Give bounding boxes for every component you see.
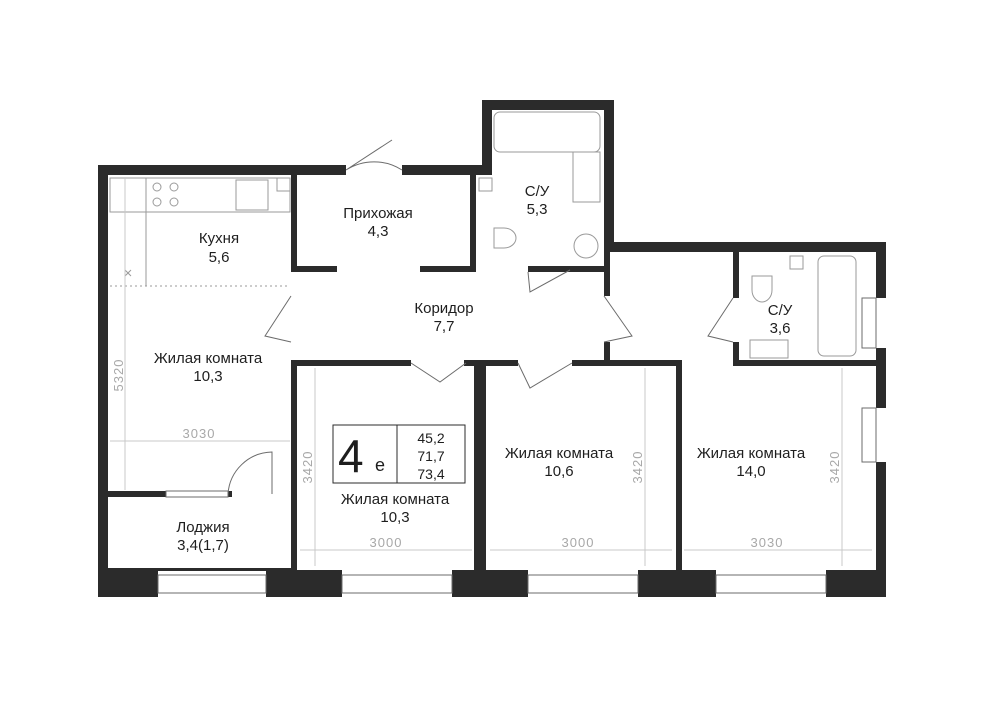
dim-right-width: 3030 <box>751 535 784 550</box>
dim-left-width: 3030 <box>183 426 216 441</box>
bath-2-area: 3,6 <box>770 320 791 337</box>
hall-area: 4,3 <box>368 223 389 240</box>
fixtures <box>109 111 857 359</box>
room-living-center: Жилая комната 10,3 <box>341 491 450 526</box>
living-center-name: Жилая комната <box>341 491 450 508</box>
living-right-area: 14,0 <box>736 463 765 480</box>
dim-right-height: 3420 <box>827 451 842 484</box>
loggia-area: 3,4(1,7) <box>177 537 229 554</box>
living-left-name: Жилая комната <box>154 350 263 367</box>
room-living-mid: Жилая комната 10,6 <box>505 445 614 480</box>
bath-1-name: С/У <box>525 183 550 200</box>
living-left-area: 10,3 <box>193 368 222 385</box>
dimension-lines <box>110 178 872 566</box>
bath-1-area: 5,3 <box>527 201 548 218</box>
badge-living-area: 45,2 <box>417 430 444 446</box>
windows <box>157 297 877 594</box>
dim-center-height: 3420 <box>300 451 315 484</box>
doors <box>227 139 734 495</box>
kitchen-area: 5,6 <box>209 249 230 266</box>
dim-center-width: 3000 <box>370 535 403 550</box>
room-bath-1: С/У 5,3 <box>525 183 550 218</box>
room-living-left: Жилая комната 10,3 <box>154 350 263 385</box>
hall-name: Прихожая <box>343 205 413 222</box>
living-mid-area: 10,6 <box>544 463 573 480</box>
corridor-area: 7,7 <box>434 318 455 335</box>
room-bath-2: С/У 3,6 <box>768 302 793 337</box>
room-kitchen: Кухня 5,6 <box>199 230 239 266</box>
badge-total-area: 71,7 <box>417 448 444 464</box>
dim-mid-height: 3420 <box>630 451 645 484</box>
walls <box>98 100 886 597</box>
loggia-name: Лоджия <box>176 519 229 536</box>
bath-2-name: С/У <box>768 302 793 319</box>
dim-mid-width: 3000 <box>562 535 595 550</box>
apartment-badge: 4 е 45,2 71,7 73,4 <box>332 424 466 484</box>
living-center-area: 10,3 <box>380 509 409 526</box>
corridor-name: Коридор <box>414 300 473 317</box>
kitchen-name: Кухня <box>199 230 239 247</box>
badge-total-area-loggia: 73,4 <box>417 466 444 482</box>
dim-left-height: 5320 <box>111 359 126 392</box>
room-living-right: Жилая комната 14,0 <box>697 445 806 480</box>
badge-rooms-count: 4 <box>338 430 364 482</box>
room-loggia: Лоджия 3,4(1,7) <box>176 519 229 554</box>
room-hall: Прихожая 4,3 <box>343 205 413 240</box>
badge-suffix: е <box>375 455 385 475</box>
room-corridor: Коридор 7,7 <box>414 300 473 335</box>
living-mid-name: Жилая комната <box>505 445 614 462</box>
living-right-name: Жилая комната <box>697 445 806 462</box>
